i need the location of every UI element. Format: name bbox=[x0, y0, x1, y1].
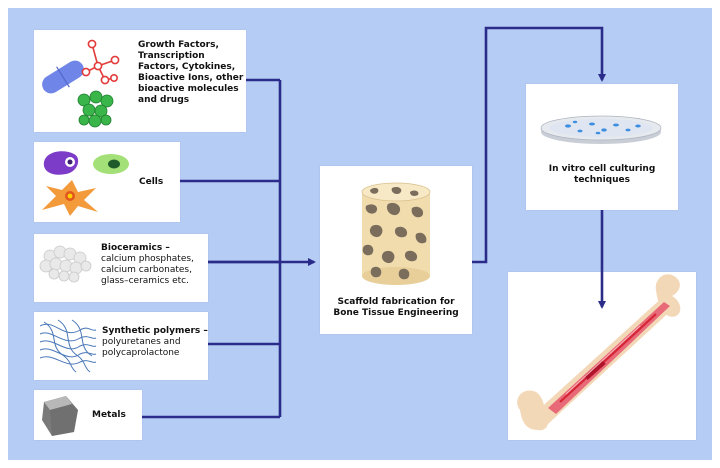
culture-box bbox=[526, 84, 678, 210]
scaffold-label: Scaffold fabrication for Bone Tissue Eng… bbox=[326, 297, 466, 319]
polymers-detail: polyuretanes and polycaprolactone bbox=[102, 337, 181, 358]
bone-icon bbox=[517, 274, 681, 431]
porous-cylinder-icon bbox=[361, 182, 431, 285]
metals-label: Metals bbox=[92, 410, 126, 421]
ceramic-granules-icon bbox=[39, 245, 92, 283]
cell-cluster-icon bbox=[77, 90, 114, 128]
connector-lines bbox=[142, 26, 606, 419]
polymers-title: Synthetic polymers – bbox=[102, 326, 208, 336]
culture-label: In vitro cell culturing techniques bbox=[548, 164, 656, 186]
scaffold-text: Scaffold fabrication for Bone Tissue Eng… bbox=[333, 297, 459, 318]
arrow-to-culture bbox=[472, 26, 606, 264]
cells-label: Cells bbox=[139, 177, 163, 188]
cells-text: Cells bbox=[139, 177, 164, 187]
synthetic-polymers-box bbox=[34, 312, 208, 380]
metals-text: Metals bbox=[92, 410, 126, 420]
pill-icon bbox=[42, 60, 84, 94]
growth-factors-label: Growth Factors, Transcription Factors, C… bbox=[138, 40, 244, 106]
molecule-icon bbox=[81, 39, 120, 85]
polymers-label: Synthetic polymers – polyuretanes and po… bbox=[102, 326, 208, 359]
growth-factors-text: Growth Factors, Transcription Factors, C… bbox=[138, 40, 244, 105]
bioceramics-title: Bioceramics – bbox=[101, 243, 170, 253]
bioceramics-label: Bioceramics – calcium phosphates, calciu… bbox=[101, 243, 207, 287]
culture-text: In vitro cell culturing techniques bbox=[548, 164, 656, 185]
metal-block-icon bbox=[42, 396, 78, 436]
bioceramics-detail: calcium phosphates, calcium carbonates, … bbox=[101, 254, 194, 286]
cell-icon bbox=[42, 151, 129, 216]
polymer-fibers-icon bbox=[39, 319, 97, 373]
petri-dish-icon bbox=[540, 115, 662, 144]
